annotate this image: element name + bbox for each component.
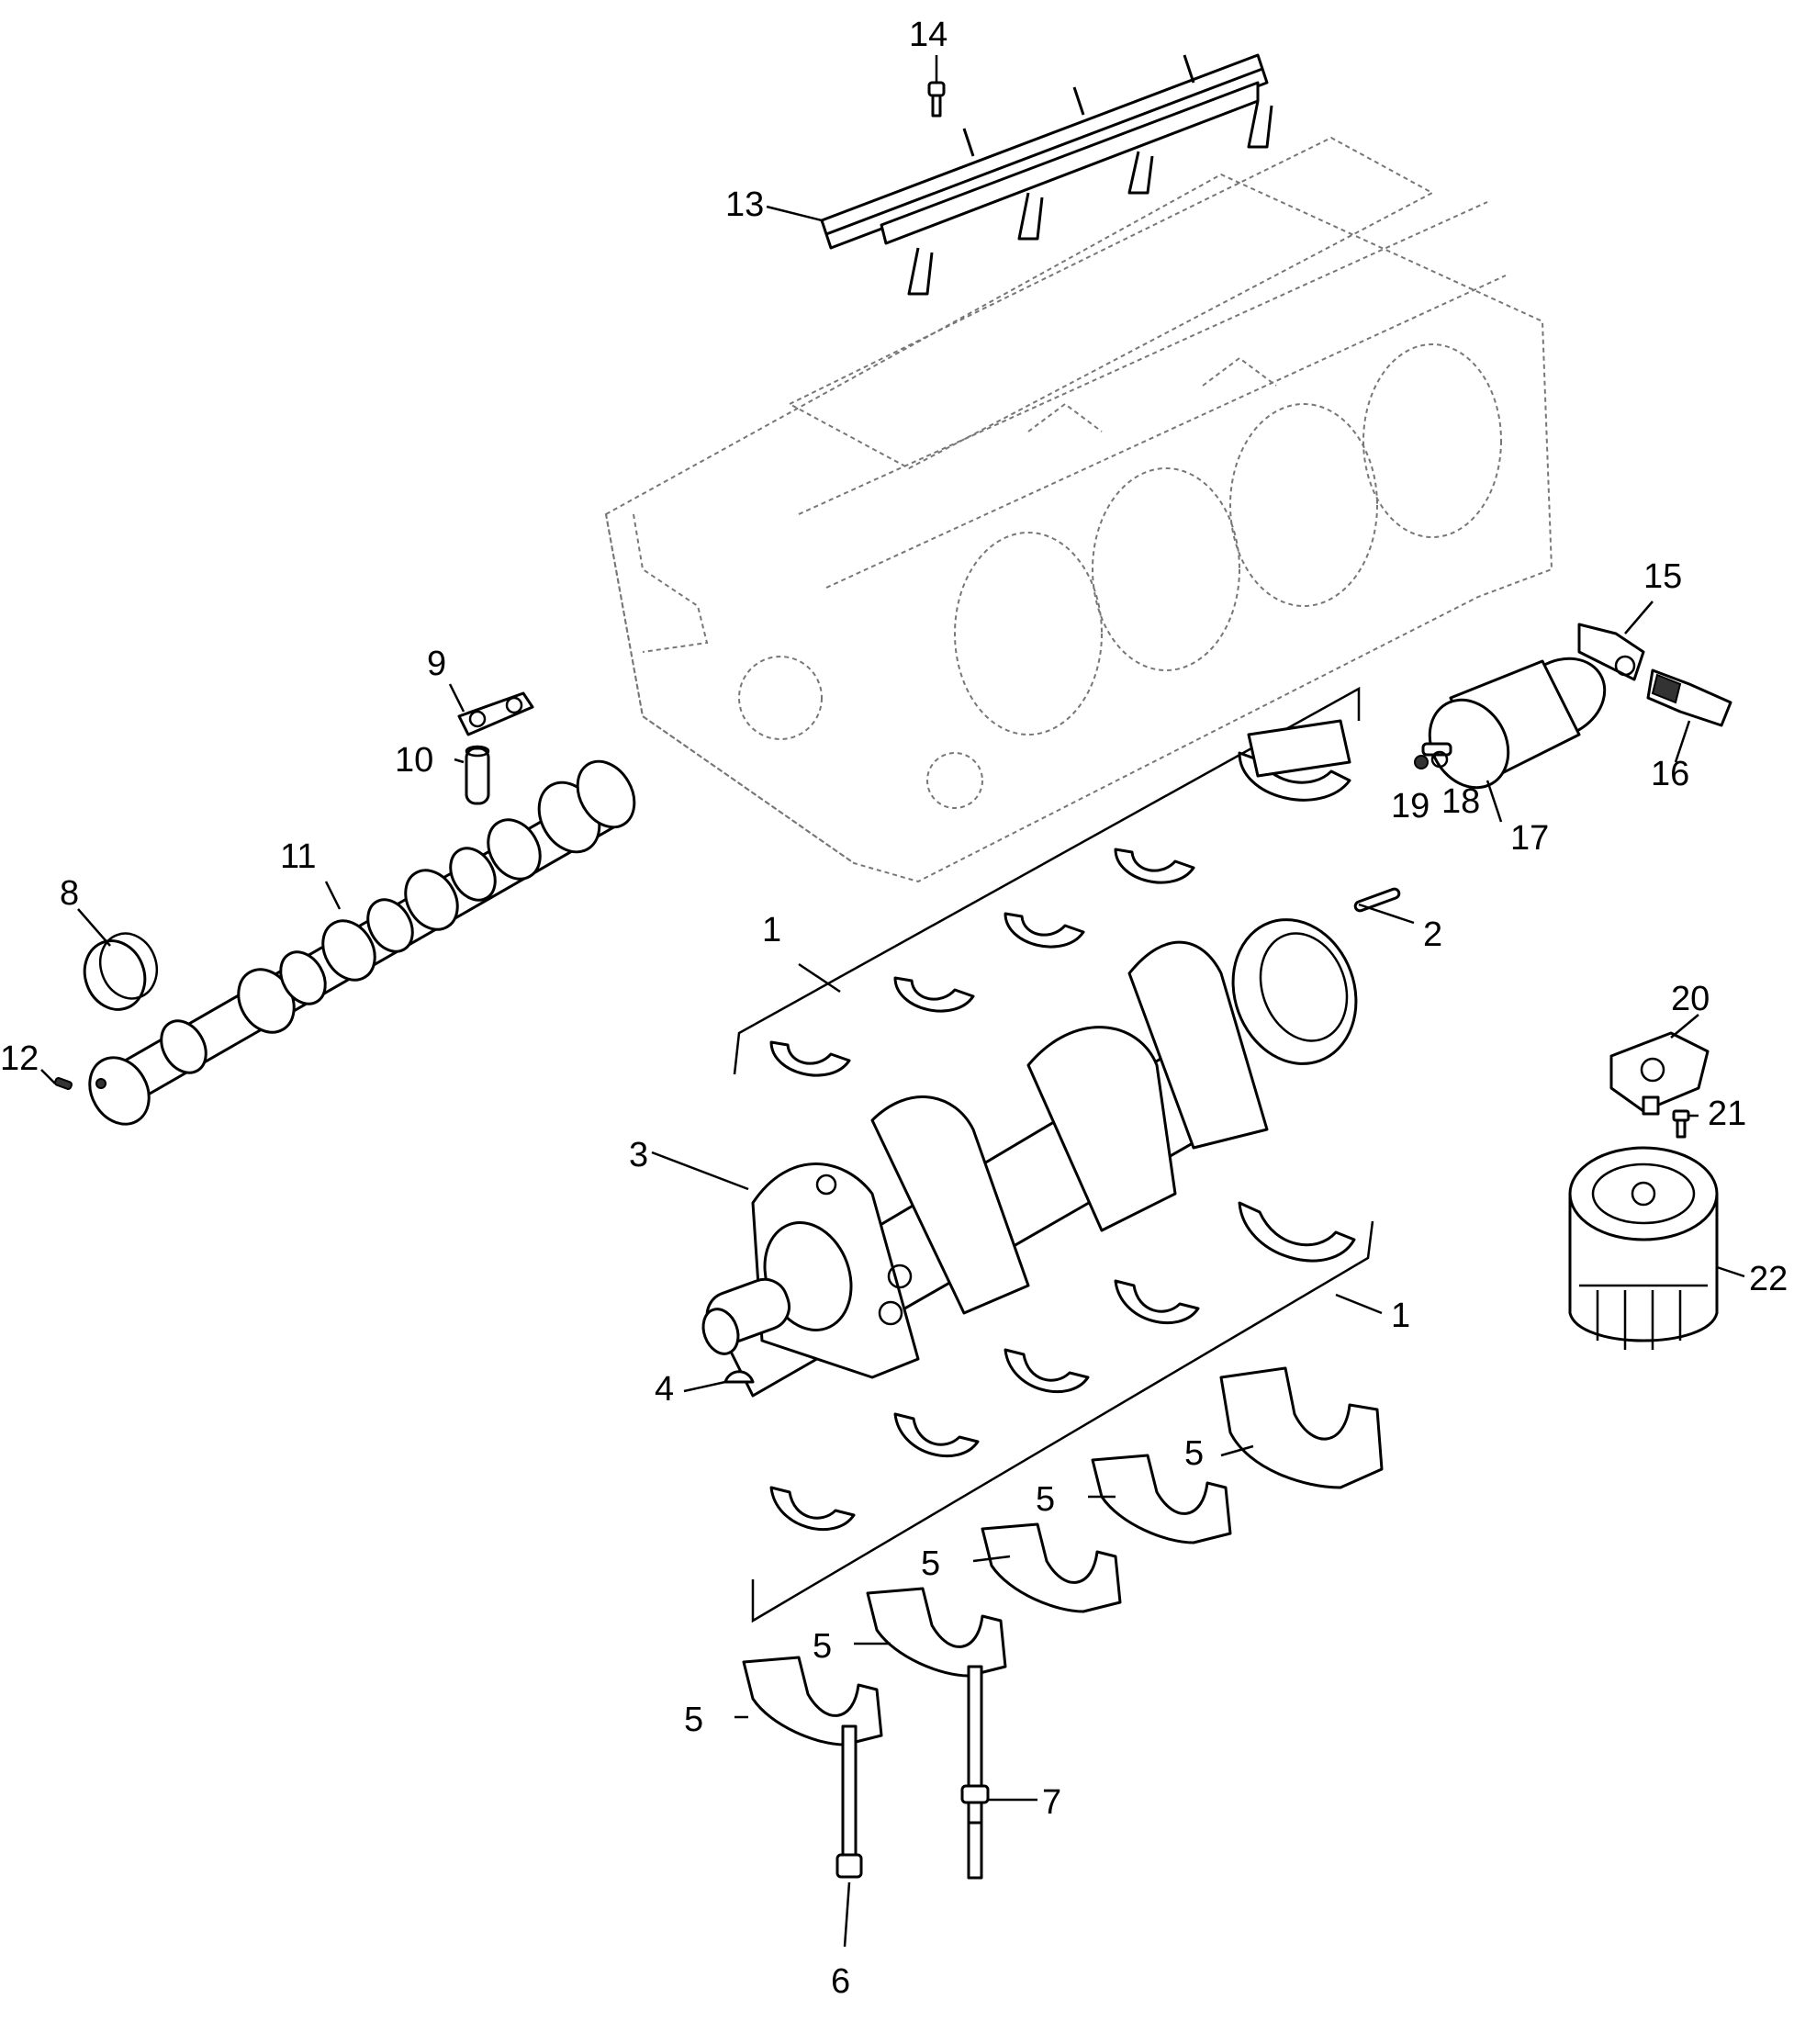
plug-part-19	[1414, 755, 1429, 769]
main-cap-bolt-part-6	[835, 1724, 863, 1879]
callout-8: 8	[60, 874, 79, 913]
woodruff-key-part-4	[723, 1370, 755, 1384]
callout-12: 12	[0, 1039, 39, 1078]
o-ring-part-18	[1430, 750, 1449, 769]
callout-5-e: 5	[684, 1701, 703, 1739]
leader-lines	[40, 55, 1745, 1948]
callout-14: 14	[909, 16, 947, 54]
oil-filter-adapter-part-17	[1421, 657, 1607, 790]
lifter-guide-part-9	[457, 691, 534, 736]
callout-4: 4	[655, 1370, 674, 1409]
callout-labels: 1 1 2 3 4 5 5 5 5 5 6 7 8 9 10 11 12 13 …	[0, 16, 1788, 2001]
callout-2: 2	[1423, 915, 1442, 954]
callout-19: 19	[1391, 787, 1430, 825]
callout-3: 3	[629, 1136, 648, 1174]
callout-17: 17	[1510, 819, 1549, 858]
callout-13: 13	[725, 185, 764, 224]
filter-adapter-part-20	[1609, 1031, 1710, 1116]
callout-15: 15	[1643, 557, 1682, 596]
callout-5-c: 5	[921, 1544, 940, 1583]
bolt-part-14	[927, 81, 946, 118]
dowel-pin-part-12	[54, 1077, 73, 1090]
callout-9: 9	[427, 645, 446, 683]
callout-16: 16	[1651, 755, 1689, 793]
lifter-part-10	[465, 745, 490, 805]
oil-fitting-part-15	[1577, 623, 1645, 681]
callout-18: 18	[1441, 782, 1480, 821]
engine-block-phantom	[604, 136, 1553, 883]
bolt-part-21	[1672, 1109, 1690, 1139]
main-cap-stud-part-7	[960, 1665, 990, 1880]
lifter-guide-rail-part-13	[820, 53, 1273, 296]
oil-pressure-sender-part-16	[1646, 668, 1732, 727]
callout-11: 11	[280, 837, 316, 876]
main-bearing-lower-set	[751, 1201, 1374, 1623]
pin-part-2	[1353, 887, 1401, 913]
callout-6: 6	[831, 1962, 850, 2001]
cam-bearing-part-8	[83, 932, 159, 1011]
camshaft-part-11	[88, 759, 636, 1126]
callout-1-lower: 1	[1391, 1297, 1410, 1335]
callout-22: 22	[1749, 1260, 1788, 1298]
main-bearing-caps-part-5	[742, 1366, 1384, 1746]
callout-5-a: 5	[1184, 1434, 1204, 1473]
oil-filter-part-22	[1568, 1146, 1719, 1350]
callout-21: 21	[1708, 1095, 1746, 1133]
callout-5-d: 5	[813, 1627, 832, 1666]
callout-7: 7	[1042, 1783, 1061, 1822]
callout-10: 10	[395, 741, 433, 780]
callout-20: 20	[1671, 980, 1710, 1018]
main-bearing-upper-set	[733, 686, 1361, 1077]
callout-5-b: 5	[1036, 1480, 1055, 1519]
crankshaft-part-3	[701, 918, 1358, 1398]
callout-1-upper: 1	[762, 911, 781, 949]
